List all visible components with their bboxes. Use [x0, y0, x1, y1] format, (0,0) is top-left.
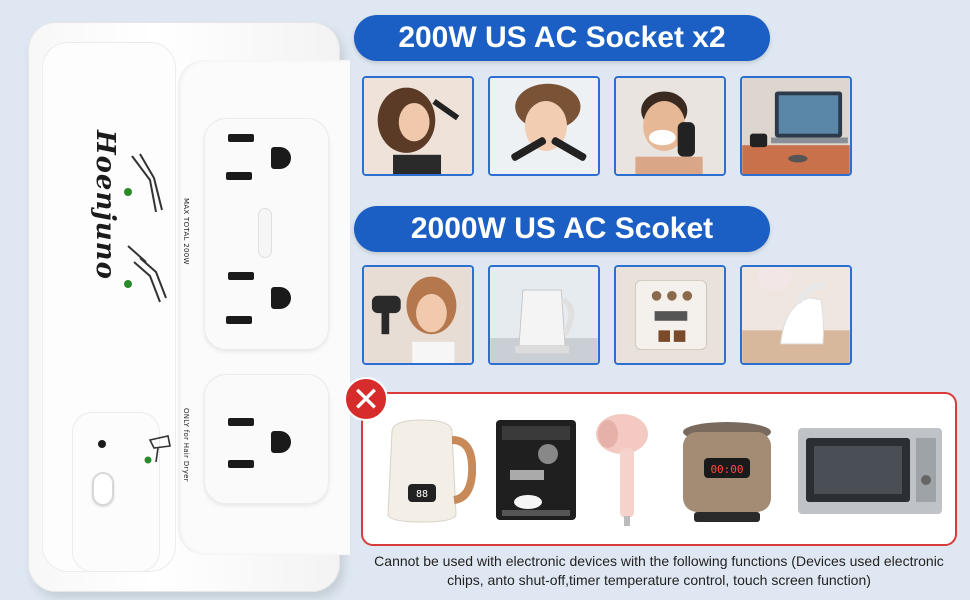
- low-power-socket-title: 200W US AC Socket x2: [354, 15, 770, 61]
- kettle-display: 88: [416, 489, 428, 500]
- hair-curler-photo: [362, 76, 474, 176]
- indicator-light: [98, 440, 106, 448]
- electric-shaver-man-icon: [616, 78, 724, 174]
- pink-hair-dryer-icon: [596, 414, 648, 526]
- iron-photo: [740, 265, 852, 365]
- hair-dryer-woman-icon: [364, 267, 472, 363]
- smart-kettle-icon: 88: [387, 419, 476, 523]
- curling-iron-icon: [124, 245, 167, 303]
- espresso-photo: [614, 265, 726, 365]
- laptop-desk-icon: [742, 78, 850, 174]
- electric-toothbrush-woman-icon: [490, 78, 598, 174]
- hair-curler-woman-icon: [364, 78, 472, 174]
- toothbrush-photo: [488, 76, 600, 176]
- shaver-photo: [614, 76, 726, 176]
- travel-adapter-device: Hoenjuno MAX TOTAL 200W ONLY for Hair Dr…: [28, 22, 350, 592]
- cooker-display: 00:00: [710, 463, 743, 476]
- dual-socket-plate: [204, 118, 329, 350]
- brand-logo: Hoenjuno: [90, 130, 120, 280]
- kettle-photo: [488, 265, 600, 365]
- hair-dryer-only-label: ONLY for Hair Dryer: [182, 408, 190, 482]
- electric-kettle-icon: [490, 267, 598, 363]
- hair-dryer-icon: [144, 435, 171, 464]
- high-power-socket-title: 2000W US AC Scoket: [354, 206, 770, 252]
- coffee-machine-icon: [496, 420, 576, 520]
- high-power-socket-plate: [204, 374, 329, 504]
- hair-straightener-icon: [124, 153, 163, 213]
- warning-note: Cannot be used with electronic devices w…: [374, 553, 944, 588]
- power-button[interactable]: [92, 472, 114, 506]
- prohibited-icon: ✕: [344, 377, 388, 421]
- pressure-cooker-icon: 00:00: [683, 422, 771, 522]
- laptop-photo: [740, 76, 852, 176]
- hair-dryer-photo: [362, 265, 474, 365]
- toaster-oven-icon: [798, 428, 942, 514]
- control-pad: [72, 412, 160, 572]
- espresso-machine-icon: [616, 267, 724, 363]
- max-total-label: MAX TOTAL 200W: [182, 198, 190, 265]
- steam-iron-icon: [742, 267, 850, 363]
